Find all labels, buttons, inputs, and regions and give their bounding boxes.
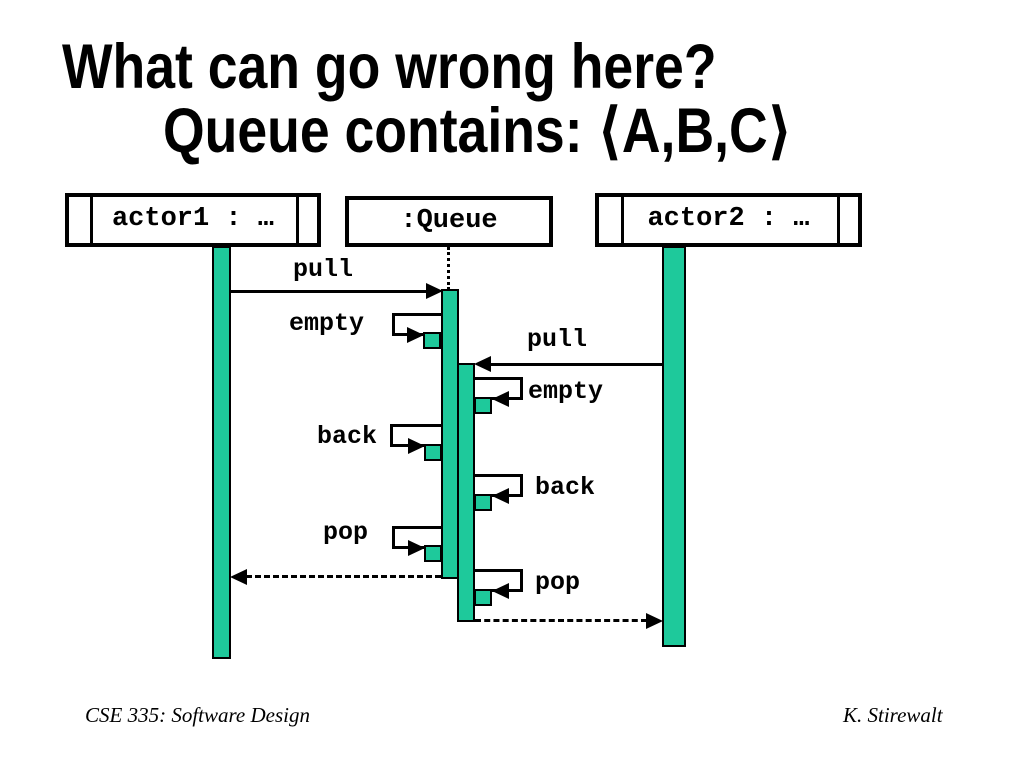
slide-title-line1: What can go wrong here?: [62, 32, 717, 102]
message-label-back-left: back: [317, 422, 378, 451]
activation-bar-actor1: [212, 246, 231, 659]
message-label-pop-left: pop: [323, 518, 369, 547]
message-label-empty-left: empty: [289, 309, 365, 338]
message-label-pull-1: pull: [293, 255, 354, 284]
lifeline-box-actor2: actor2 : …: [595, 193, 862, 247]
arrowhead-icon: [492, 488, 509, 504]
nested-activation-empty-right: [474, 397, 492, 414]
lifeline-label-actor1: actor1 : …: [111, 203, 275, 234]
arrowhead-icon: [230, 569, 247, 585]
multiobject-right-bar: [837, 197, 840, 243]
queue-dotted-lifeline: [447, 247, 450, 290]
nested-activation-empty-left: [423, 332, 441, 349]
lifeline-label-queue: :Queue: [400, 205, 498, 236]
arrowhead-icon: [407, 327, 424, 343]
arrowhead-icon: [646, 613, 663, 629]
message-label-pop-right: pop: [535, 568, 581, 597]
lifeline-box-actor1: actor1 : …: [65, 193, 321, 247]
nested-activation-back-right: [474, 494, 492, 511]
message-line-pull-1: [230, 290, 428, 293]
message-label-pull-2: pull: [527, 325, 588, 354]
activation-bar-queue-2: [457, 363, 475, 622]
nested-activation-pop-left: [424, 545, 442, 562]
activation-bar-actor2: [662, 246, 686, 647]
arrowhead-icon: [492, 391, 509, 407]
nested-activation-back-left: [424, 444, 442, 461]
arrowhead-icon: [474, 356, 491, 372]
return-line-to-actor2: [475, 619, 647, 622]
arrowhead-icon: [408, 438, 425, 454]
footer-course: CSE 335: Software Design: [85, 703, 310, 727]
footer-author: K. Stirewalt: [843, 703, 943, 727]
multiobject-left-bar: [621, 197, 624, 243]
nested-activation-pop-right: [474, 589, 492, 606]
slide-title-line2: Queue contains: ⟨A,B,C⟩: [163, 96, 793, 166]
message-line-pull-2: [490, 363, 662, 366]
return-line-to-actor1: [246, 575, 441, 578]
multiobject-right-bar: [296, 197, 299, 243]
lifeline-label-actor2: actor2 : …: [647, 203, 810, 234]
message-label-empty-right: empty: [528, 377, 604, 406]
message-label-back-right: back: [535, 473, 596, 502]
lifeline-box-queue: :Queue: [345, 196, 553, 247]
arrowhead-icon: [408, 540, 425, 556]
multiobject-left-bar: [90, 197, 93, 243]
arrowhead-icon: [426, 283, 443, 299]
arrowhead-icon: [492, 583, 509, 599]
